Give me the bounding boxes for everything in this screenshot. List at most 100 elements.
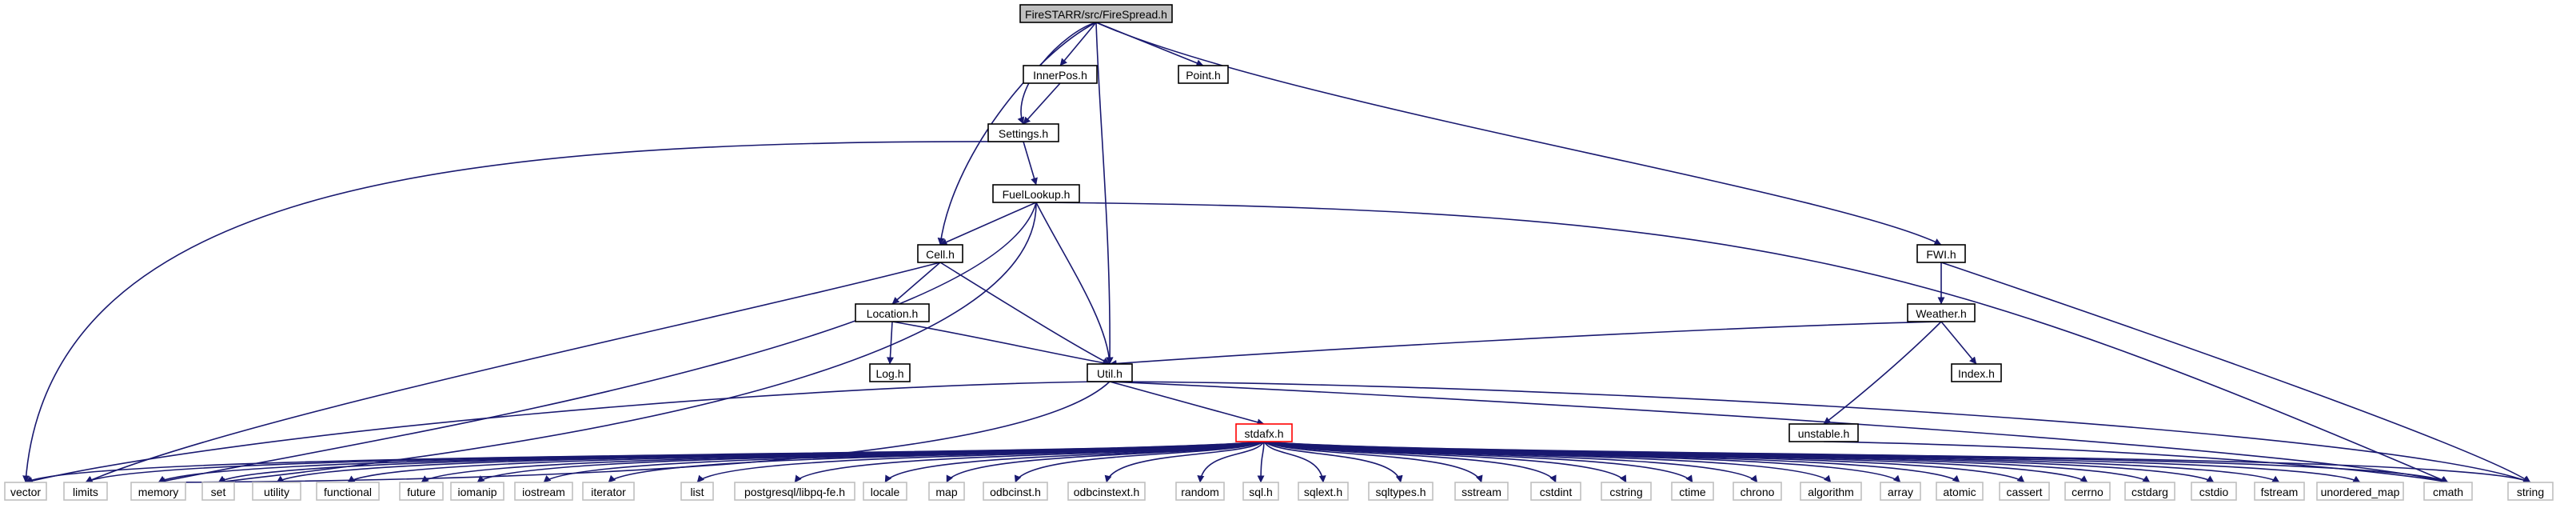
node-box [734,482,855,501]
node-label: memory [138,486,179,498]
node-box [1242,482,1279,501]
node-sqltypes: sqltypes.h [1368,482,1434,501]
edge-path [1104,441,1265,483]
node-fwi[interactable]: FWI.h [1916,244,1966,263]
node-stdafx[interactable]: stdafx.h [1235,423,1293,442]
node-label: Weather.h [1916,307,1967,320]
node-settings[interactable]: Settings.h [987,123,1059,142]
edge-path [1023,141,1038,186]
node-label: iostream [522,486,565,498]
node-location[interactable]: Location.h [855,303,930,322]
node-label: algorithm [1808,486,1854,498]
node-label: locale [871,486,900,498]
edge-path [886,321,894,365]
node-label: cmath [2433,486,2463,498]
node-label: string [2517,486,2544,498]
edge-path [217,202,1037,486]
edge-path [1263,441,1403,483]
node-label: array [1888,486,1913,498]
node-box [2507,482,2554,501]
node-label: Location.h [867,307,919,320]
node-label: unstable.h [1798,427,1850,440]
node-box [1936,482,1984,501]
node-set: set [201,482,235,501]
node-box [1916,244,1966,263]
edge-path [937,22,1097,246]
node-odbcinst: odbcinst.h [983,482,1048,501]
edge-util-to-vector [25,381,1111,485]
node-cstdint: cstdint [1530,482,1581,501]
edge-path [1095,22,1114,365]
node-index[interactable]: Index.h [1951,363,2002,382]
node-box [1733,482,1782,501]
node-iostream: iostream [514,482,573,501]
edge-fuellookup-to-set [217,202,1037,486]
node-fstream: fstream [2254,482,2305,501]
node-box [130,482,186,501]
node-box [983,482,1048,501]
node-box [928,482,965,501]
node-cmath: cmath [2423,482,2473,501]
node-box [2254,482,2305,501]
node-weather[interactable]: Weather.h [1907,303,1976,322]
node-label: InnerPos.h [1033,69,1087,82]
edge-fuellookup-to-util [1035,202,1114,365]
node-algorithm: algorithm [1800,482,1862,501]
node-label: functional [324,486,372,498]
node-ctime: ctime [1671,482,1714,501]
node-label: cerrno [2072,486,2103,498]
node-random: random [1175,482,1225,501]
node-label: cstdarg [2131,486,2168,498]
edge-util-to-memory [158,381,1111,486]
node-vector: vector [4,482,47,501]
node-label: cstdint [1540,486,1573,498]
node-box [855,303,930,322]
node-label: sql.h [1249,486,1273,498]
edge-path [1109,381,1265,426]
node-fuellookup[interactable]: FuelLookup.h [992,184,1080,203]
edge-path [946,441,1265,483]
edge-settings-to-fuellookup [1023,141,1038,186]
node-box [1087,363,1133,382]
node-box [680,482,714,501]
node-root[interactable]: FireSTARR/src/FireSpread.h [1019,4,1173,23]
node-box [917,244,963,263]
node-innerpos[interactable]: InnerPos.h [1023,65,1098,84]
edge-path [1059,22,1097,66]
edge-path [1109,321,1942,367]
node-box [1800,482,1862,501]
node-box [992,184,1080,203]
node-libpq: postgresql/libpq-fe.h [734,482,855,501]
node-cstring: cstring [1601,482,1652,501]
node-unstable[interactable]: unstable.h [1788,423,1859,442]
node-cell[interactable]: Cell.h [917,244,963,263]
edge-path [85,262,941,483]
edge-root-to-innerpos [1059,22,1097,66]
node-list: list [680,482,714,501]
edge-path [1940,262,2531,483]
edge-stdafx-to-string [1263,441,2531,483]
node-label: Log.h [875,367,903,380]
node-point[interactable]: Point.h [1178,65,1229,84]
node-label: postgresql/libpq-fe.h [744,486,845,498]
edge-path [939,262,1111,365]
node-label: vector [10,486,41,498]
node-box [1454,482,1509,501]
edge-stdafx-to-cstdint [1263,441,1557,483]
edge-weather-to-unstable [1823,321,1942,425]
edge-location-to-util [891,321,1111,366]
edge-innerpos-to-settings [1023,82,1061,125]
node-util[interactable]: Util.h [1087,363,1133,382]
node-box [1175,482,1225,501]
node-box [1023,65,1098,84]
edge-path [1823,321,1942,425]
node-map: map [928,482,965,501]
edge-path [1095,22,1942,246]
node-box [863,482,907,501]
node-label: odbcinstext.h [1074,486,1140,498]
node-box [63,482,108,501]
edge-path [939,202,1037,246]
node-log[interactable]: Log.h [869,363,911,382]
node-label: future [407,486,436,498]
edge-util-to-cmath [1109,381,2449,485]
